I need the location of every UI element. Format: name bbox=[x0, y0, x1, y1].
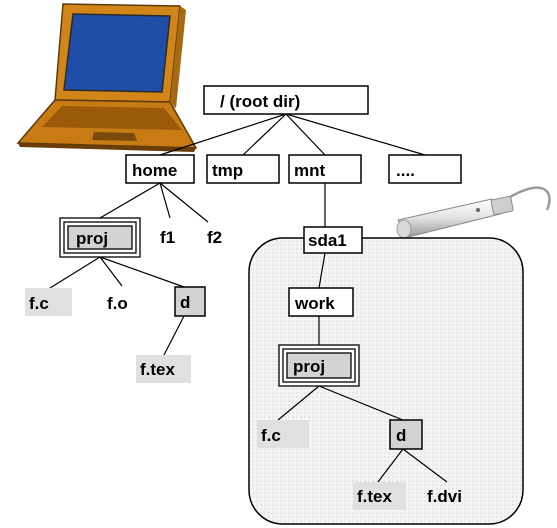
home-subdir-d[interactable]: d bbox=[174, 286, 206, 317]
dir-label-mnt: mnt bbox=[294, 161, 326, 180]
home-file-fc-label: f.c bbox=[29, 294, 49, 313]
home-file-fo[interactable]: f.o bbox=[107, 294, 128, 313]
usb-mount-sda1-label: sda1 bbox=[308, 231, 347, 250]
home-file-ftex[interactable]: f.tex bbox=[136, 355, 191, 383]
usb-drive-icon bbox=[396, 186, 551, 239]
root-dir-node[interactable]: / (root dir) bbox=[203, 85, 369, 115]
dir-label-home: home bbox=[132, 161, 177, 180]
root-dir-label: / (root dir) bbox=[220, 92, 300, 111]
home-proj-label: proj bbox=[76, 229, 108, 248]
home-file-ftex-label: f.tex bbox=[140, 360, 176, 379]
usb-file-fc-label: f.c bbox=[261, 426, 281, 445]
home-file-fc[interactable]: f.c bbox=[25, 288, 72, 316]
dir-label-more: .... bbox=[396, 161, 415, 180]
usb-file-fdvi[interactable]: f.dvi bbox=[427, 487, 462, 506]
tree-edges bbox=[49, 113, 448, 483]
dir-label-tmp: tmp bbox=[212, 161, 243, 180]
usb-file-fc[interactable]: f.c bbox=[257, 420, 309, 448]
usb-file-ftex[interactable]: f.tex bbox=[353, 482, 406, 510]
home-file-f2[interactable]: f2 bbox=[207, 228, 222, 247]
home-file-f1[interactable]: f1 bbox=[160, 228, 175, 247]
usb-subdir-d-label: d bbox=[396, 426, 406, 445]
usb-file-ftex-label: f.tex bbox=[357, 487, 393, 506]
usb-proj-node[interactable]: proj bbox=[278, 344, 360, 387]
usb-dir-work[interactable]: work bbox=[288, 287, 354, 317]
dir-node-more[interactable]: .... bbox=[388, 154, 462, 184]
usb-dir-work-label: work bbox=[294, 294, 335, 313]
usb-subdir-d[interactable]: d bbox=[389, 419, 423, 450]
usb-proj-label: proj bbox=[293, 357, 325, 376]
home-subdir-d-label: d bbox=[180, 293, 190, 312]
dir-node-mnt[interactable]: mnt bbox=[288, 154, 362, 184]
dir-node-tmp[interactable]: tmp bbox=[206, 154, 280, 184]
usb-mount-sda1[interactable]: sda1 bbox=[303, 226, 363, 254]
laptop-icon bbox=[16, 3, 198, 152]
home-proj-node[interactable]: proj bbox=[59, 217, 141, 258]
dir-node-home[interactable]: home bbox=[125, 154, 195, 184]
